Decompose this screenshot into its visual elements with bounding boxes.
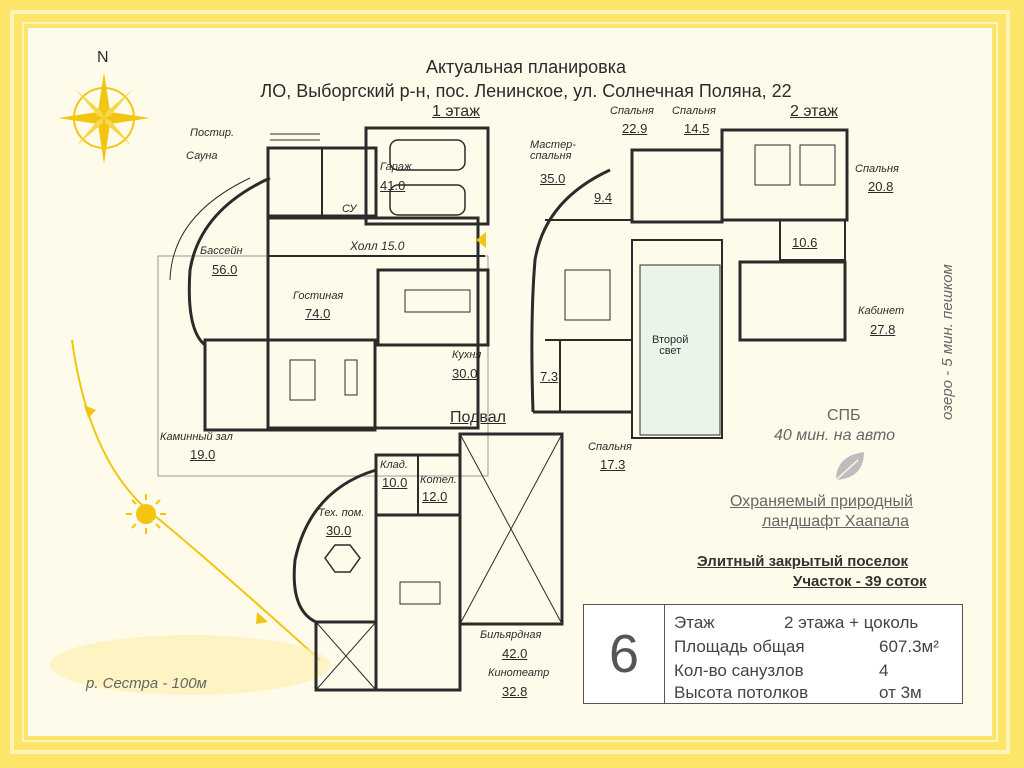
room-master: Мастер- спальня — [530, 139, 576, 162]
spb-time: 40 мин. на авто — [774, 427, 896, 444]
room-su: СУ — [342, 203, 357, 215]
info-label: Кол-во санузлов — [674, 661, 804, 680]
sun-icon — [126, 494, 166, 534]
room-billiard: Бильярдная — [480, 629, 542, 641]
first-floor-plan — [157, 126, 490, 477]
info-row-area: Площадь общая 607.3м² — [674, 637, 939, 657]
room-office: Кабинет — [858, 305, 905, 317]
info-value: 2 этажа + цоколь — [784, 613, 919, 632]
room-garage: Гараж — [380, 161, 412, 173]
info-label: Площадь общая — [674, 637, 805, 656]
room-bath2-area: 10.6 — [792, 235, 818, 250]
spb-label: СПБ — [827, 407, 861, 424]
entrance-arrow-icon — [476, 232, 486, 248]
room-cinema: Кинотеатр — [488, 667, 550, 679]
room-pool-area: 56.0 — [212, 262, 238, 277]
room-office-area: 27.8 — [870, 322, 896, 337]
room-master-area: 35.0 — [540, 171, 566, 186]
first-floor-heading: 1 этаж — [432, 103, 480, 120]
compass-label: N — [97, 49, 109, 66]
room-fireplace: Каминный зал — [160, 431, 233, 443]
lake-note: озеро - 5 мин. пешком — [939, 264, 956, 420]
listing-number: 6 — [584, 605, 665, 703]
room-second-light: Второй свет — [652, 334, 689, 357]
info-box: 6 Этаж 2 этажа + цоколь Площадь общая 60… — [583, 604, 963, 704]
room-kitchen-area: 30.0 — [452, 366, 478, 381]
info-label: Этаж — [674, 613, 715, 632]
room-bedroom-2: Спальня — [672, 105, 716, 117]
info-row-bathrooms: Кол-во санузлов 4 — [674, 661, 888, 681]
river-haze — [50, 635, 330, 695]
basement-heading: Подвал — [450, 409, 506, 426]
page-title: Актуальная планировка — [425, 57, 627, 77]
info-value: 607.3м² — [879, 637, 939, 656]
basement-plan — [292, 432, 564, 692]
leaf-icon — [835, 452, 864, 481]
room-cinema-area: 32.8 — [502, 684, 528, 699]
address-subtitle: ЛО, Выборгский р-н, пос. Ленинское, ул. … — [260, 81, 792, 101]
compass-icon — [58, 72, 150, 164]
info-value: 4 — [879, 661, 889, 680]
room-boiler-area: 12.0 — [422, 489, 448, 504]
room-bedroom-3: Спальня — [855, 163, 899, 175]
outer-frame — [10, 10, 1010, 754]
village-label: Элитный закрытый поселок — [697, 553, 908, 570]
room-fireplace-area: 19.0 — [190, 447, 216, 462]
plot-label: Участок - 39 соток — [793, 573, 927, 590]
room-bedroom-1: Спальня — [610, 105, 654, 117]
room-bedroom-4: Спальня — [588, 441, 632, 453]
second-floor-plan — [530, 128, 849, 439]
info-value: от 3м — [879, 683, 922, 702]
room-tech-area: 30.0 — [326, 523, 352, 538]
room-tech: Тех. пом. — [318, 507, 365, 519]
room-sauna: Сауна — [186, 150, 218, 162]
landscape-line-2: ландшафт Хаапала — [762, 513, 909, 530]
landscape-line-1: Охраняемый природный — [730, 493, 913, 510]
info-label: Высота потолков — [674, 683, 809, 702]
river-note: р. Сестра - 100м — [86, 675, 207, 692]
room-small-area: 7.3 — [540, 369, 559, 384]
room-bedroom-2-area: 14.5 — [684, 121, 710, 136]
room-garage-area: 41.0 — [380, 178, 406, 193]
info-row-floors: Этаж 2 этажа + цоколь — [674, 613, 918, 633]
room-living: Гостиная — [293, 290, 344, 302]
sun-arrow-icon — [84, 405, 96, 418]
room-bath1-area: 9.4 — [594, 190, 613, 205]
sun-path-arc — [71, 339, 321, 661]
inner-frame — [22, 22, 998, 742]
room-kitchen: Кухня — [452, 349, 482, 361]
room-bedroom-4-area: 17.3 — [600, 457, 626, 472]
room-living-area: 74.0 — [305, 306, 331, 321]
info-row-ceiling: Высота потолков от 3м — [674, 683, 922, 703]
room-bedroom-3-area: 20.8 — [868, 179, 894, 194]
room-pool: Бассейн — [200, 245, 243, 257]
room-storage-area: 10.0 — [382, 475, 408, 490]
room-hall: Холл 15.0 — [350, 239, 405, 253]
room-storage: Клад. — [380, 459, 408, 471]
room-bedroom-1-area: 22.9 — [622, 121, 648, 136]
second-floor-heading: 2 этаж — [790, 103, 838, 120]
room-billiard-area: 42.0 — [502, 646, 528, 661]
room-boiler: Котел. — [420, 474, 457, 486]
room-postir: Постир. — [190, 127, 235, 139]
